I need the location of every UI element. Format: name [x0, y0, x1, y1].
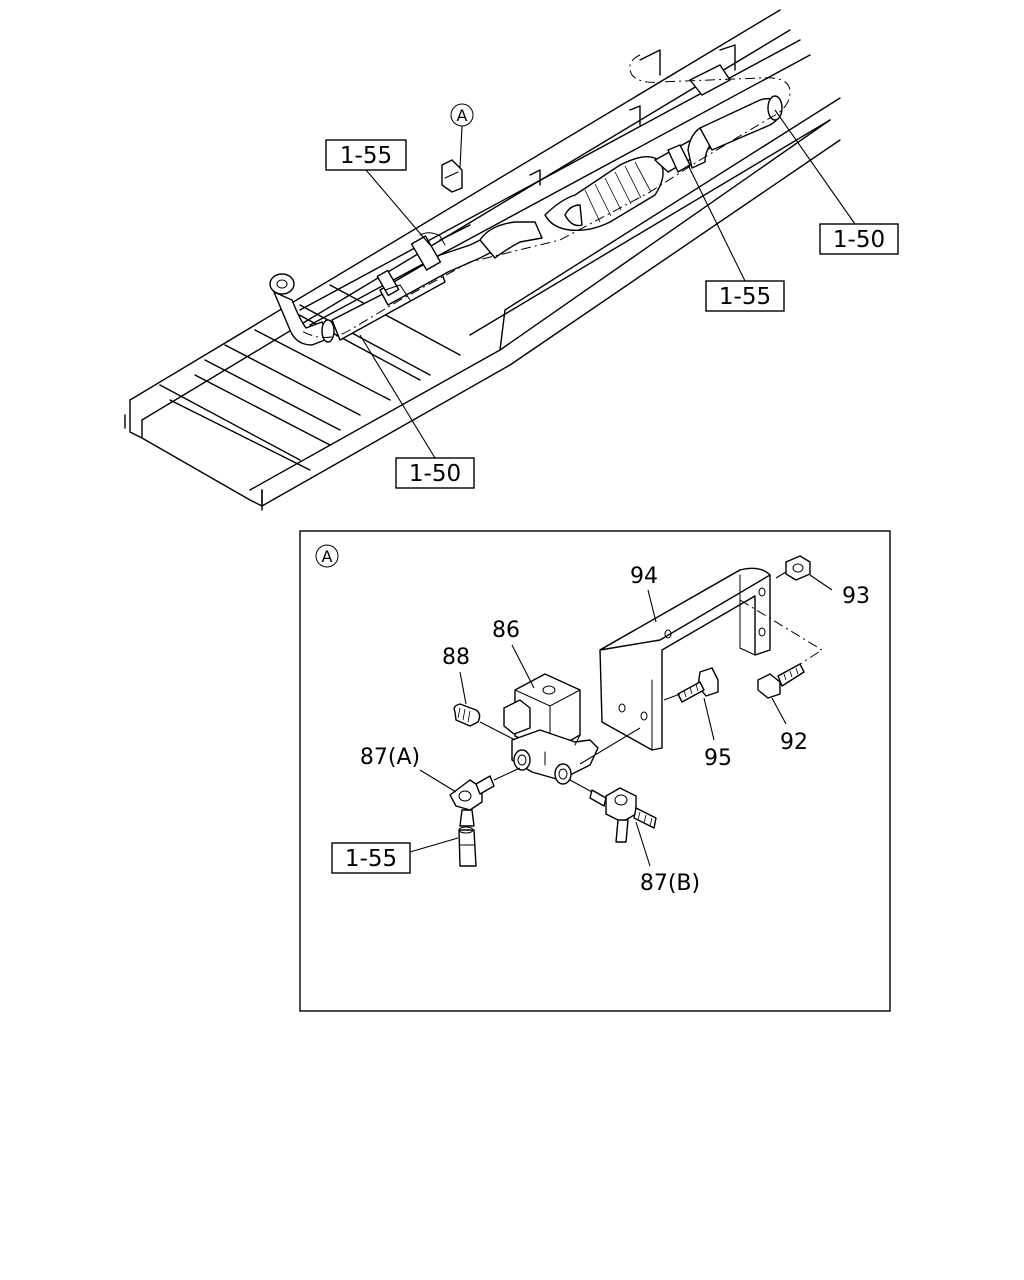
chassis-overview: A 1-55 1-50 1-55 1-50	[124, 9, 899, 511]
ref-label-1-55-detail: 1-55	[331, 837, 459, 874]
part-number-88: 88	[442, 645, 470, 670]
ref-label-text: 1-50	[833, 227, 885, 253]
catalytic-converter	[544, 156, 664, 232]
frame-rail-left	[124, 9, 791, 507]
ref-label-text: 1-55	[345, 846, 397, 872]
part-number-93: 93	[842, 584, 870, 609]
detail-a-callout: A	[450, 103, 474, 169]
part-number-95: 95	[704, 746, 732, 771]
part-93-nut	[775, 555, 811, 581]
part-number-92: 92	[780, 730, 808, 755]
detail-view-marker: A	[315, 544, 339, 568]
part-number-86: 86	[492, 618, 520, 643]
part-88-filter	[453, 703, 481, 727]
detail-view-a: A	[299, 530, 891, 1012]
solenoid-bracket-location	[441, 159, 463, 193]
part-94-bracket	[599, 567, 771, 751]
part-87a-elbow-fitting	[449, 775, 495, 827]
ref-label-text: 1-55	[340, 143, 392, 169]
part-number-87a: 87(A)	[360, 745, 420, 770]
hose-segment	[458, 826, 477, 867]
part-92-bolt	[739, 599, 823, 699]
ref-label-text: 1-55	[719, 284, 771, 310]
ref-label-1-50-lower: 1-50	[359, 334, 475, 489]
part-87b-tee-fitting	[589, 787, 657, 843]
part-95-bolt	[677, 667, 719, 703]
exhaust-route-outline	[299, 54, 791, 338]
part-number-94: 94	[630, 564, 658, 589]
cross-members	[159, 284, 461, 471]
detail-a-letter: A	[457, 106, 468, 125]
assembly-guide-lines	[479, 693, 681, 793]
ref-label-1-55-upper-left: 1-55	[325, 139, 431, 246]
ref-label-1-50-right: 1-50	[774, 109, 899, 255]
part-number-87b: 87(B)	[640, 871, 700, 896]
ref-label-text: 1-50	[409, 461, 461, 487]
ref-label-1-55-right: 1-55	[687, 164, 785, 312]
frame-rail-right	[249, 97, 841, 511]
exhaust-middle-pipe	[376, 221, 543, 306]
part-86-solenoid-valve	[503, 673, 599, 785]
detail-view-letter: A	[322, 547, 333, 566]
detail-frame	[299, 530, 891, 1012]
